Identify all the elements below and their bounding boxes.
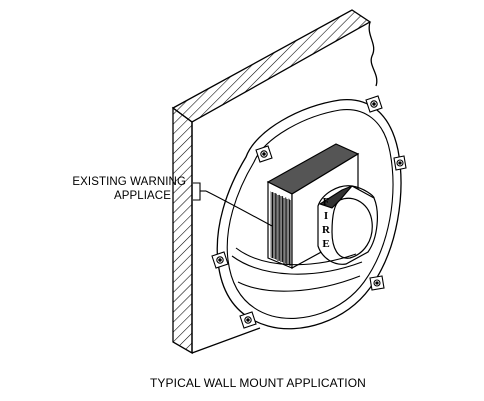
wall <box>171 9 378 355</box>
callout-label-line2: APPLIACE <box>113 190 171 202</box>
wall-front-face <box>172 106 193 355</box>
plate-inner-ring <box>226 109 394 319</box>
warning-appliance <box>266 143 378 270</box>
screw-icon <box>393 155 407 171</box>
mounting-tabs <box>211 95 407 329</box>
screw-icon <box>365 95 383 113</box>
callout-label-line1: EXISTING WARNING <box>72 176 186 188</box>
strobe-lens <box>331 197 373 259</box>
screw-icon <box>369 275 385 291</box>
figure-caption: TYPICAL WALL MOUNT APPLICATION <box>150 376 366 390</box>
appliance-louvres <box>271 192 291 266</box>
fire-letter: I <box>324 210 328 222</box>
appliance-fire-text: F I R E <box>322 196 331 250</box>
wall-break-line <box>368 21 378 87</box>
fire-letter: E <box>322 238 329 250</box>
screw-icon <box>255 145 273 163</box>
fire-letter: R <box>322 224 331 236</box>
callout-leader <box>193 182 273 227</box>
screw-icon <box>211 251 229 269</box>
wiring <box>231 247 363 292</box>
screw-icon <box>239 311 257 329</box>
fire-letter: F <box>323 196 330 208</box>
